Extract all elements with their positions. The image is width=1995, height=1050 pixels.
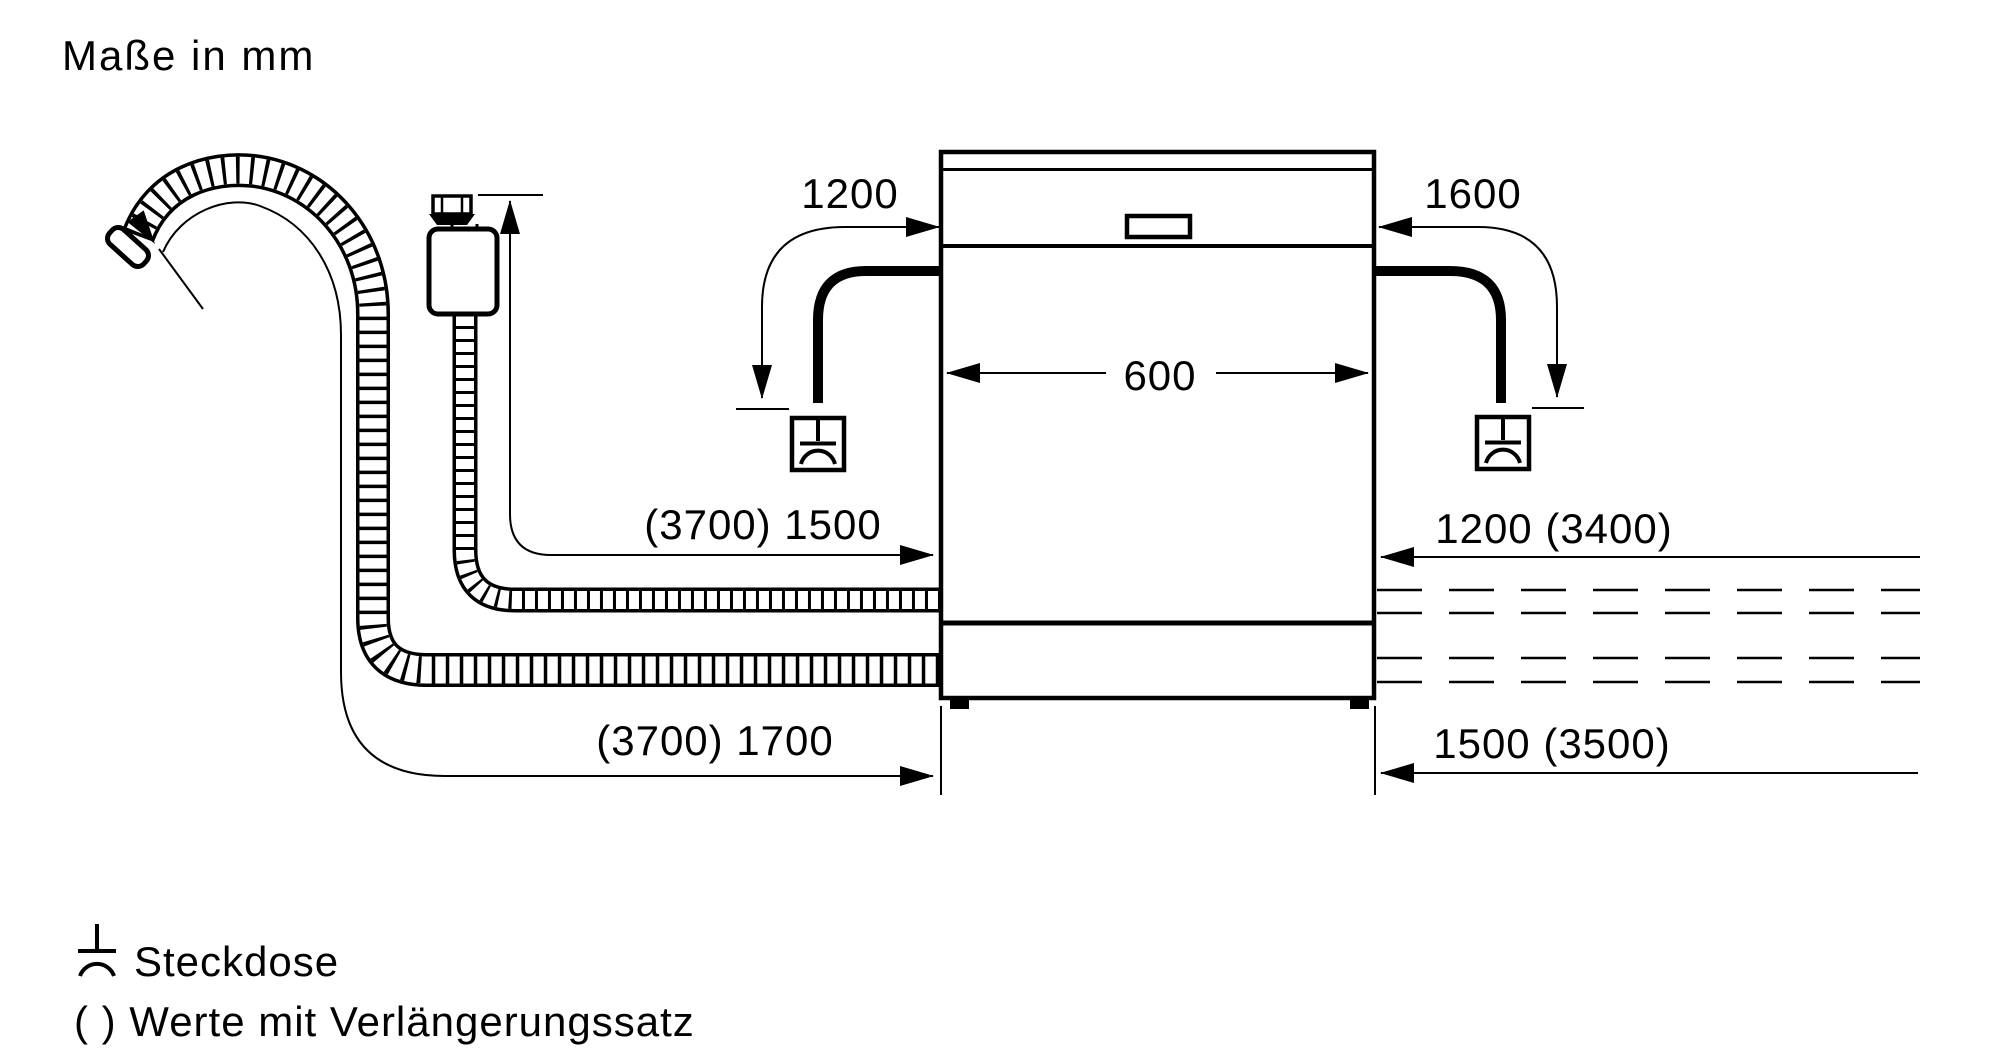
dimension-supply-hose: (3700) 1500 <box>478 194 934 565</box>
dimension-cable-left: 1200 <box>736 170 940 410</box>
power-cable-left <box>813 266 941 403</box>
foot-left <box>950 698 969 709</box>
dim-cable-left-label: 1200 <box>801 170 898 217</box>
legend-extension-note: ( ) Werte mit Verlängerungssatz <box>74 998 695 1045</box>
page-title: Maße in mm <box>62 32 315 79</box>
door-handle <box>1124 213 1193 240</box>
socket-right-icon <box>1474 414 1532 472</box>
legend: Steckdose ( ) Werte mit Verlängerungssat… <box>74 924 695 1045</box>
dim-supply-hose-label: (3700) 1500 <box>644 501 882 548</box>
dim-drain-hose-label: (3700) 1700 <box>596 717 834 764</box>
legend-socket-label: Steckdose <box>134 938 339 985</box>
socket-left-icon <box>789 415 847 473</box>
dim-width-label: 600 <box>1123 352 1196 399</box>
dishwasher-outline <box>938 149 1377 701</box>
tap-connector <box>426 194 500 317</box>
aquastop-valve-body <box>426 226 500 317</box>
dimension-drain-hose: (3700) 1700 <box>127 201 934 786</box>
tap-nut <box>431 194 473 216</box>
dishwasher <box>938 149 1377 709</box>
foot-right <box>1350 698 1369 709</box>
dimension-right-top: 1200 (3400) <box>1380 505 1920 567</box>
dashed-hose-extensions <box>1377 588 1920 684</box>
dim-cable-right-label: 1600 <box>1424 170 1521 217</box>
power-cable-right <box>1374 266 1506 403</box>
drain-hose-end-cap <box>105 224 151 270</box>
supply-hose <box>452 313 941 613</box>
dimension-right-bottom: 1500 (3500) <box>1380 720 1918 783</box>
tap-flange <box>429 214 475 225</box>
legend-socket-icon <box>78 924 116 977</box>
dimension-width: 600 <box>946 352 1369 399</box>
dimension-cable-right: 1600 <box>1378 170 1584 409</box>
dim-right-bottom-label: 1500 (3500) <box>1433 720 1671 767</box>
drain-hose <box>105 153 941 687</box>
dim-right-top-label: 1200 (3400) <box>1435 505 1673 552</box>
